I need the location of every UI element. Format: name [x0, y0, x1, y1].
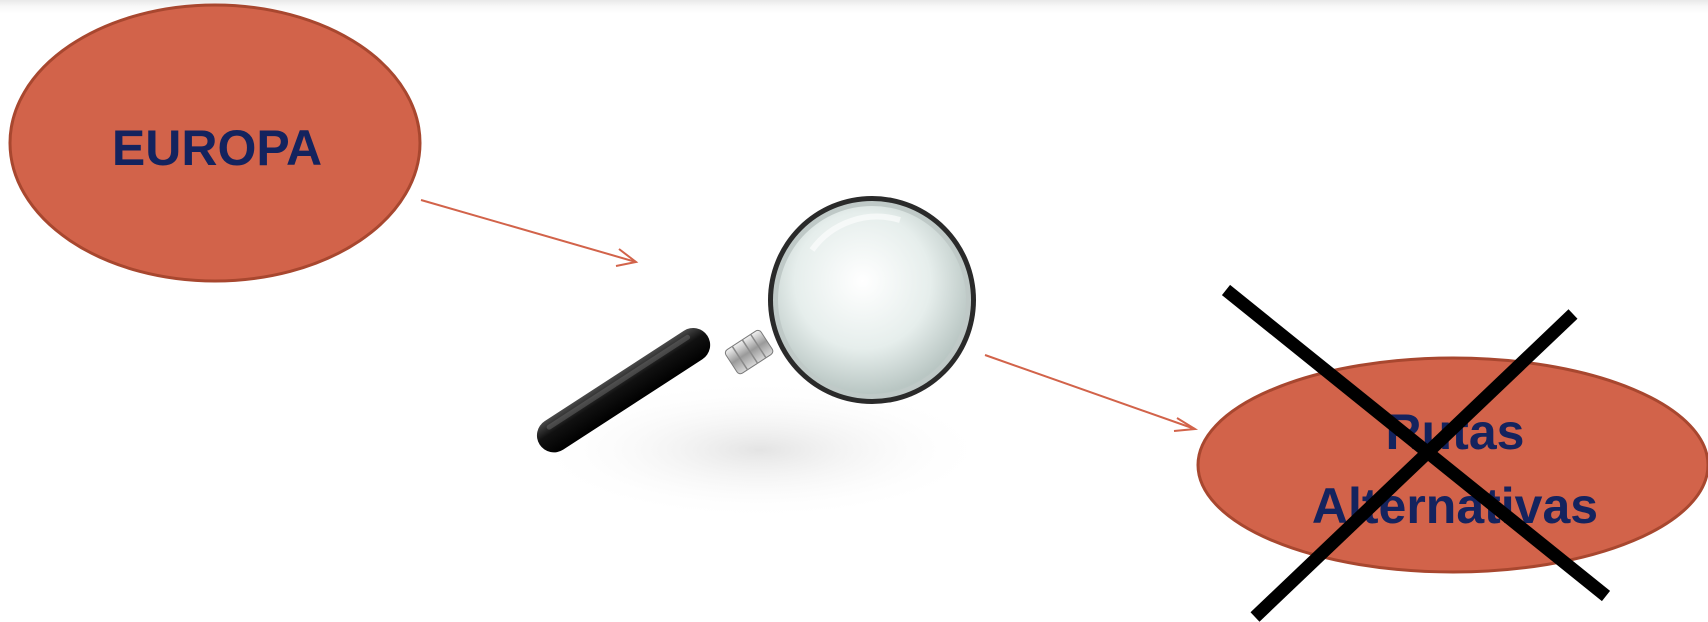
arrow-magnifier-to-rutas — [985, 355, 1195, 431]
node-europa: EUROPA — [10, 5, 420, 281]
magnifying-glass-icon — [530, 196, 990, 520]
node-europa-label: EUROPA — [112, 120, 322, 176]
arrow-europa-to-magnifier — [421, 200, 636, 266]
